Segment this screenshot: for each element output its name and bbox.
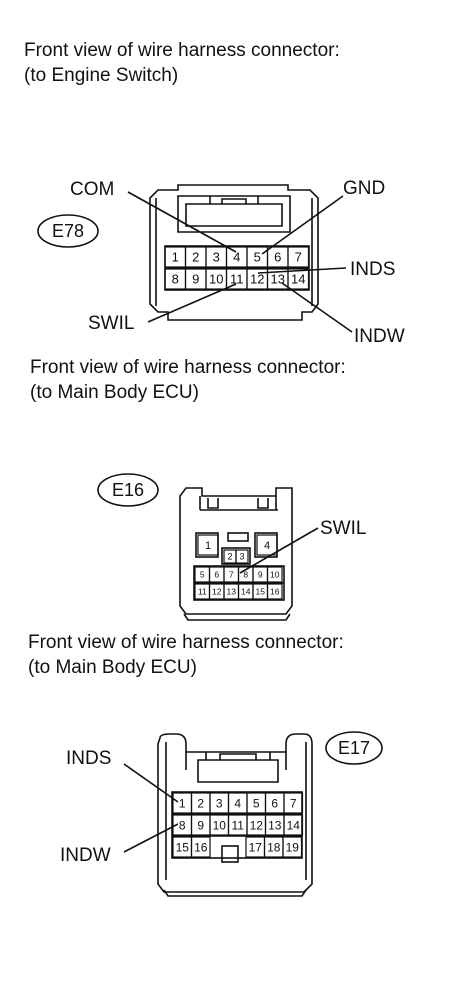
pin-number: 2 [227,552,232,562]
label-inds: INDS [350,259,395,280]
connector-id-e17: E17 [338,738,370,758]
caption-line-1: Front view of wire harness connector: [24,40,340,61]
pin-number: 5 [254,250,261,265]
label-swil: SWIL [88,313,134,334]
pin-number: 15 [256,587,266,597]
pin-number: 16 [194,840,208,854]
pin-number: 4 [234,796,241,810]
pin-number: 12 [212,587,222,597]
pin-number: 3 [216,796,223,810]
pin-number: 10 [209,272,223,287]
pin-number: 6 [271,796,278,810]
pin-number: 3 [213,250,220,265]
pin-number: 14 [241,587,251,597]
pin-cell [282,836,303,858]
pin-number: 5 [253,796,260,810]
pin-number: 8 [172,272,179,287]
pin-number: 2 [197,796,204,810]
connector-e17-body [157,733,313,897]
badge-e78-outline [37,214,99,248]
pin-number: 4 [233,250,240,265]
label-com: COM [70,179,114,200]
pin-cell [283,792,304,814]
pin-number: 11 [198,587,207,597]
pin-number: 19 [286,840,300,854]
pin-number: 9 [258,570,263,580]
pin-number: 14 [287,818,301,832]
pin-number: 10 [213,818,227,832]
pin-cell [283,814,304,836]
pin-number: 5 [200,570,205,580]
caption-main-body-ecu-e16: Front view of wire harness connector: (t… [30,355,346,405]
pin-number: 2 [192,250,199,265]
caption-line-2: (to Main Body ECU) [28,657,197,678]
caption-line-2: (to Main Body ECU) [30,382,199,403]
caption-line-1: Front view of wire harness connector: [30,357,346,378]
caption-engine-switch: Front view of wire harness connector: (t… [24,38,340,88]
caption-line-2: (to Engine Switch) [24,65,179,86]
pin-cell [266,583,283,600]
label-inds-e17: INDS [66,748,111,769]
pin-number: 1 [179,796,186,810]
pin-number: 4 [264,540,270,552]
pin-number: 7 [295,250,302,265]
pin-number: 9 [192,272,199,287]
pin-cell [256,534,278,556]
pin-cell [190,836,211,858]
pin-number: 15 [176,840,190,854]
label-indw-e17: INDW [60,845,111,866]
connector-id-e78: E78 [52,221,84,241]
pin-number: 9 [197,818,204,832]
label-indw: INDW [354,326,405,347]
pin-number: 7 [229,570,234,580]
caption-line-1: Front view of wire harness connector: [28,632,344,653]
pin-number: 17 [249,840,263,854]
pin-number: 8 [243,570,248,580]
pin-number: 12 [250,272,264,287]
pin-number: 7 [290,796,297,810]
label-swil-e16: SWIL [320,518,366,539]
pin-cell [287,246,310,268]
pin-cell [266,566,283,583]
pin-number: 11 [230,272,244,287]
pin-number: 13 [268,818,282,832]
pin-cell [235,549,249,564]
label-gnd: GND [343,178,385,199]
pin-number: 11 [232,818,245,832]
pin-number: 14 [291,272,305,287]
pin-number: 6 [214,570,219,580]
badge-e17-outline [325,731,383,765]
badge-e16-outline [97,473,159,507]
pin-number: 18 [267,840,281,854]
pin-number: 8 [179,818,186,832]
pin-number: 1 [205,540,211,552]
pin-cell [197,534,219,556]
pin-number: 3 [239,552,244,562]
pin-number: 12 [250,818,264,832]
connector-id-e16: E16 [112,480,144,500]
pin-number: 13 [271,272,285,287]
pin-number: 16 [270,587,280,597]
pin-number: 13 [227,587,237,597]
pin-number: 10 [270,570,280,580]
pin-cell [287,268,310,290]
caption-main-body-ecu-e17: Front view of wire harness connector: (t… [28,630,344,680]
pin-number: 6 [274,250,281,265]
pin-number: 1 [172,250,179,265]
